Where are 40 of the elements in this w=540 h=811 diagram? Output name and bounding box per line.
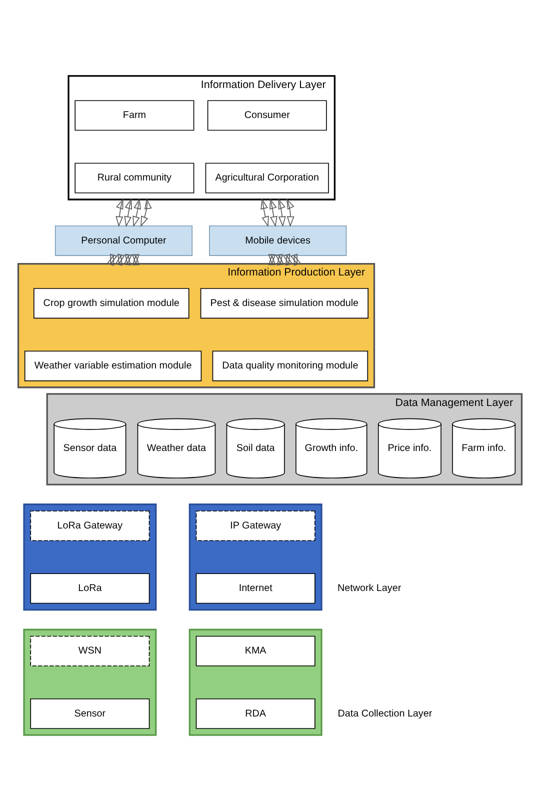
arrow <box>140 198 152 227</box>
label: Data Collection Layer <box>338 708 432 720</box>
node-box: Agricultural Corporation <box>205 162 329 194</box>
arrow <box>132 254 140 266</box>
cluster <box>23 504 157 611</box>
cluster <box>23 628 157 736</box>
node-box: Sensor <box>30 698 150 729</box>
arrow <box>278 198 286 228</box>
arrow <box>124 198 132 228</box>
node-box: LoRa Gateway <box>30 510 150 542</box>
node-box: Consumer <box>207 100 327 131</box>
arrow <box>286 198 294 228</box>
arrow <box>275 254 284 266</box>
node-box: Rural community <box>74 162 194 194</box>
arrow <box>268 254 276 266</box>
arrow <box>290 254 301 266</box>
arrow <box>282 254 293 266</box>
node-box: Weather variable estimation module <box>24 350 202 382</box>
node-box: Personal Computer <box>54 225 193 256</box>
arrow <box>132 198 141 227</box>
cluster <box>188 504 322 611</box>
node-box: LoRa <box>30 573 150 604</box>
cluster <box>188 628 322 736</box>
arrow <box>116 198 124 228</box>
node-box: RDA <box>196 698 316 729</box>
node-box: WSN <box>30 636 150 666</box>
node-box: KMA <box>196 636 316 666</box>
node-box: Pest & disease simulation module <box>200 288 368 319</box>
node-box: Internet <box>196 573 316 604</box>
node-box: Data quality monitoring module <box>212 350 368 382</box>
arrow <box>115 254 125 266</box>
node-box: IP Gateway <box>196 510 316 542</box>
node-box: Farm <box>74 100 194 131</box>
arrow <box>124 254 132 266</box>
node-box: Mobile devices <box>209 225 347 256</box>
label: Network Layer <box>337 582 402 594</box>
arrow <box>106 254 118 266</box>
arrow <box>260 198 269 227</box>
arrow <box>270 198 278 228</box>
node-box: Crop growth simulation module <box>34 288 190 319</box>
